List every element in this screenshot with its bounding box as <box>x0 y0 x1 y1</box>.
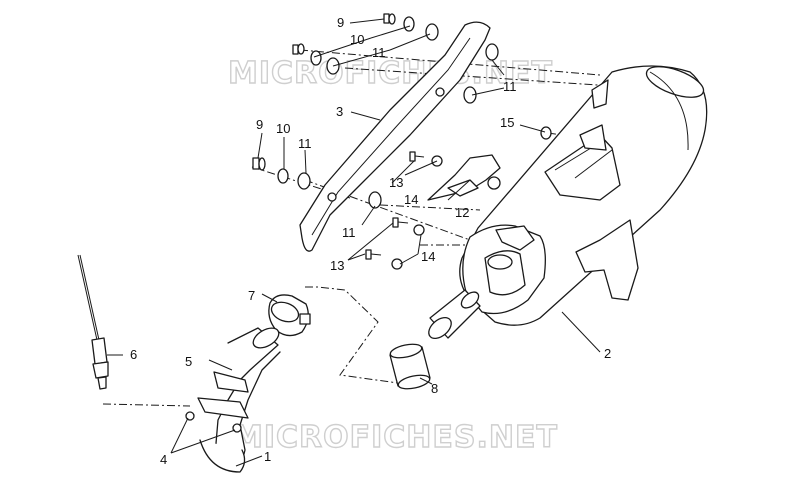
muffler <box>459 65 708 326</box>
callout-11-lower: 11 <box>342 225 356 240</box>
exhaust-manifold <box>185 327 281 473</box>
lambda-probe <box>77 254 109 390</box>
callout-11-right: 11 <box>503 79 517 94</box>
callout-6: 6 <box>130 347 137 362</box>
callout-1: 1 <box>264 449 271 464</box>
watermark-top: MICROFICHES.NET <box>228 56 553 91</box>
callout-13-bottom: 13 <box>330 258 344 273</box>
callout-3: 3 <box>336 104 343 119</box>
callout-9-left: 9 <box>256 117 263 132</box>
callout-11-left: 11 <box>298 136 312 151</box>
callout-10-left: 10 <box>276 121 290 136</box>
callout-4: 4 <box>160 452 167 467</box>
bracket <box>427 154 501 201</box>
inlet-pipe <box>428 289 481 340</box>
callout-12: 12 <box>455 205 469 220</box>
callout-15: 15 <box>500 115 514 130</box>
hardware <box>252 13 552 270</box>
callout-14-top: 14 <box>404 192 418 207</box>
callout-11-top: 11 <box>372 45 386 60</box>
gasket-sleeve <box>389 343 431 390</box>
callout-9-top: 9 <box>337 15 344 30</box>
heat-shield <box>299 21 491 252</box>
callout-5: 5 <box>185 354 192 369</box>
callout-10-top: 10 <box>350 32 364 47</box>
callout-13-top: 13 <box>389 175 403 190</box>
callouts: 9 10 11 11 3 9 10 11 15 13 14 12 11 14 1… <box>130 15 611 467</box>
callout-14-bottom: 14 <box>421 249 435 264</box>
watermark-bottom: MICROFICHES.NET <box>233 420 558 455</box>
callout-2: 2 <box>604 346 611 361</box>
callout-7: 7 <box>248 288 255 303</box>
callout-8: 8 <box>431 381 438 396</box>
clamp <box>268 294 311 337</box>
leader-lines <box>107 18 601 467</box>
